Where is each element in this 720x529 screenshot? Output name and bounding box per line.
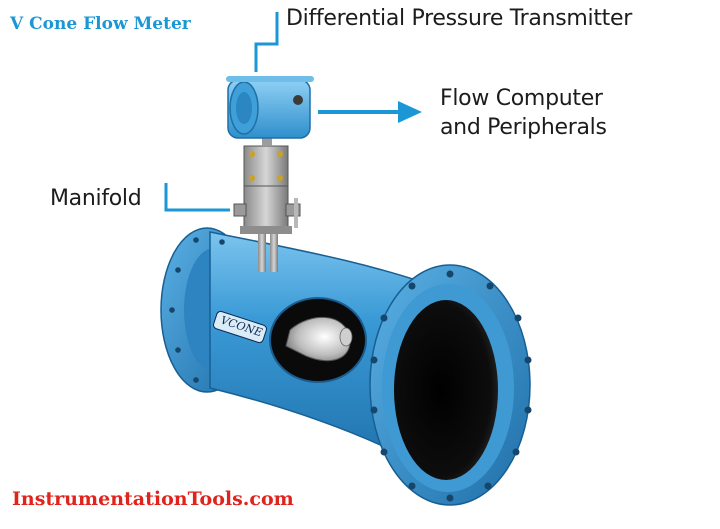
sensor-module [243, 134, 289, 187]
flow-computer-label: Flow Computer and Peripherals [440, 84, 607, 142]
flow-computer-label-line1: Flow Computer [440, 86, 603, 111]
rear-bolt-holes [169, 237, 225, 383]
manifold-leader [164, 183, 230, 212]
manifold-label: Manifold [50, 186, 142, 211]
pipe-bore [394, 300, 498, 480]
impulse-tubing [258, 232, 278, 272]
front-bolt-holes [370, 270, 532, 502]
watermark: InstrumentationTools.com [12, 488, 294, 510]
cutaway-window [269, 297, 367, 383]
flow-computer-arrow [318, 101, 422, 123]
flow-computer-label-line2: and Peripherals [440, 115, 607, 140]
diagram-title: V Cone Flow Meter [10, 14, 191, 34]
differential-pressure-transmitter [226, 76, 314, 139]
leader-lines [164, 12, 279, 212]
transmitter-label: Differential Pressure Transmitter [286, 6, 632, 31]
brand-plate [213, 310, 267, 344]
transmitter-leader [254, 12, 279, 72]
manifold [233, 185, 301, 234]
front-flange [369, 264, 531, 506]
